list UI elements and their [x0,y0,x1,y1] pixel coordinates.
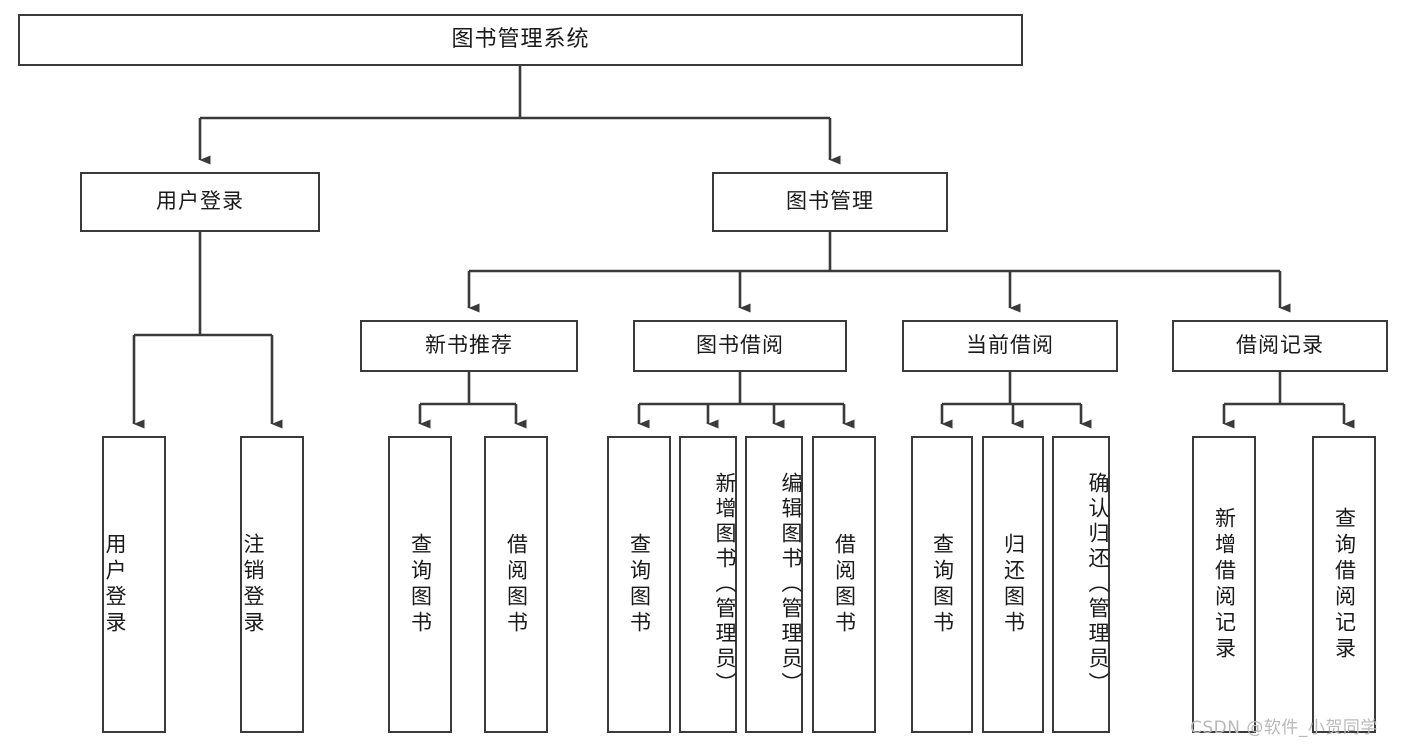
node-book-borrow-label: 图书借阅 [696,333,784,358]
leaf-query-record[interactable]: 查询借阅记录 [1312,436,1376,733]
leaf-borrow-book-2-label: 借阅图书 [832,532,857,637]
node-new-book-recommend[interactable]: 新书推荐 [360,320,578,372]
leaf-query-book-2[interactable]: 查询图书 [607,436,671,733]
leaf-return-book[interactable]: 归还图书 [982,436,1044,733]
leaf-borrow-book-1[interactable]: 借阅图书 [484,436,548,733]
leaf-edit-book[interactable]: 编辑图书（管理员） [745,436,803,733]
leaf-add-record[interactable]: 新增借阅记录 [1192,436,1256,733]
leaf-return-book-label: 归还图书 [1001,532,1026,637]
leaf-edit-book-label: 编辑图书（管理员） [779,472,803,697]
leaf-query-book-1-label: 查询图书 [408,532,433,637]
leaf-confirm-return[interactable]: 确认归还（管理员） [1052,436,1110,733]
leaf-query-book-3-label: 查询图书 [930,532,955,637]
node-current-borrow[interactable]: 当前借阅 [902,320,1118,372]
node-new-book-recommend-label: 新书推荐 [425,333,513,358]
leaf-add-record-label: 新增借阅记录 [1212,506,1237,663]
node-user-login[interactable]: 用户登录 [80,172,320,232]
node-borrow-record-label: 借阅记录 [1236,333,1324,358]
node-root[interactable]: 图书管理系统 [18,14,1023,66]
node-borrow-record[interactable]: 借阅记录 [1172,320,1388,372]
leaf-query-book-2-label: 查询图书 [627,532,652,637]
leaf-query-book-3[interactable]: 查询图书 [911,436,973,733]
leaf-borrow-book-2[interactable]: 借阅图书 [812,436,876,733]
node-book-manage[interactable]: 图书管理 [712,172,948,232]
leaf-add-book-label: 新增图书（管理员） [713,472,737,697]
node-root-label: 图书管理系统 [451,26,590,52]
node-user-login-label: 用户登录 [156,189,244,214]
leaf-query-record-label: 查询借阅记录 [1332,506,1357,663]
leaf-query-book-1[interactable]: 查询图书 [388,436,452,733]
leaf-user-logout-label: 注销登录 [241,532,265,637]
node-book-manage-label: 图书管理 [786,189,874,214]
leaf-user-login-label: 用户登录 [103,532,127,637]
node-current-borrow-label: 当前借阅 [966,333,1054,358]
leaf-borrow-book-1-label: 借阅图书 [504,532,529,637]
leaf-user-login[interactable]: 用户登录 [102,436,166,733]
watermark-text: CSDN @软件_小贺同学 [1190,718,1378,738]
leaf-add-book[interactable]: 新增图书（管理员） [679,436,737,733]
leaf-user-logout[interactable]: 注销登录 [240,436,304,733]
node-book-borrow[interactable]: 图书借阅 [633,320,847,372]
leaf-confirm-return-label: 确认归还（管理员） [1086,472,1110,697]
